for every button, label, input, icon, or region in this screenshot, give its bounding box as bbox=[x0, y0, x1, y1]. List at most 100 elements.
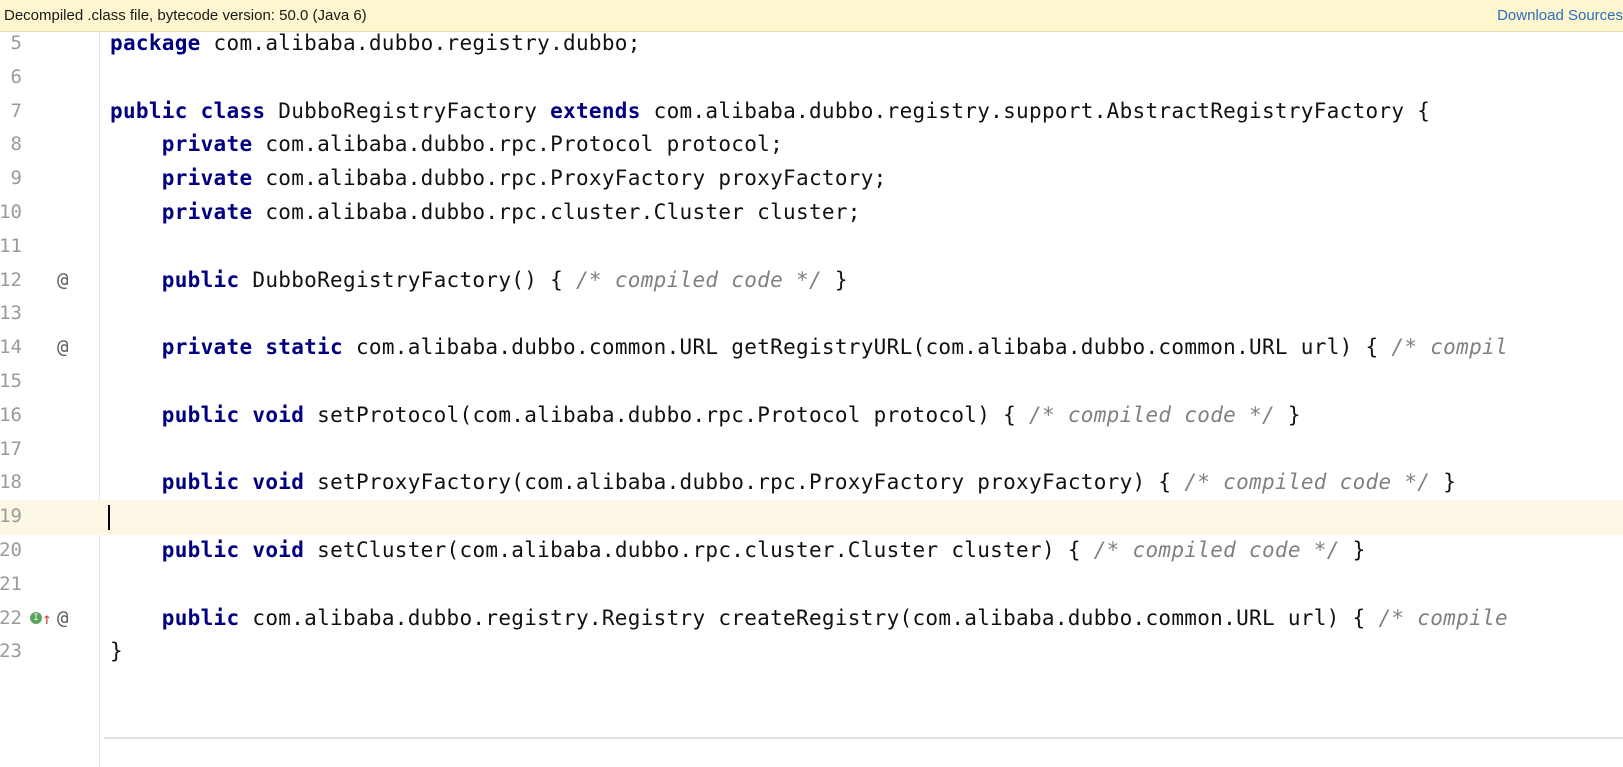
download-sources-link[interactable]: Download Sources bbox=[1497, 7, 1623, 24]
line-number: 7 bbox=[10, 99, 22, 122]
code-text: private com.alibaba.dubbo.rpc.ProxyFacto… bbox=[110, 162, 887, 197]
code-line[interactable]: 9 private com.alibaba.dubbo.rpc.ProxyFac… bbox=[0, 162, 1623, 197]
code-token: com.alibaba.dubbo.common.URL getRegistry… bbox=[343, 335, 1392, 360]
at-icon[interactable]: @ bbox=[57, 268, 69, 291]
code-line[interactable]: 10 private com.alibaba.dubbo.rpc.cluster… bbox=[0, 196, 1623, 231]
code-token: com.alibaba.dubbo.registry.dubbo; bbox=[200, 32, 641, 55]
code-line[interactable]: 11 bbox=[0, 230, 1623, 265]
code-line[interactable]: 17 bbox=[0, 433, 1623, 468]
line-number: 5 bbox=[10, 32, 22, 54]
line-number: 22 bbox=[0, 606, 22, 629]
code-token bbox=[110, 166, 162, 190]
code-keyword: private bbox=[161, 335, 253, 360]
code-token: com.alibaba.dubbo.rpc.ProxyFactory proxy… bbox=[252, 166, 887, 191]
code-keyword: package bbox=[110, 32, 201, 55]
code-keyword: private bbox=[161, 166, 253, 191]
code-line[interactable]: 15 bbox=[0, 365, 1623, 400]
code-line[interactable]: 19 bbox=[0, 500, 1623, 536]
code-token: com.alibaba.dubbo.registry.Registry crea… bbox=[239, 605, 1379, 630]
code-text: } bbox=[110, 635, 123, 670]
code-token: setProtocol(com.alibaba.dubbo.rpc.Protoc… bbox=[304, 402, 1029, 427]
code-token bbox=[110, 470, 162, 494]
code-text: public void setProxyFactory(com.alibaba.… bbox=[110, 466, 1456, 501]
code-keyword: void bbox=[252, 538, 305, 562]
line-number: 9 bbox=[10, 167, 22, 190]
code-text: private static com.alibaba.dubbo.common.… bbox=[110, 331, 1508, 366]
code-token: } bbox=[1274, 402, 1301, 427]
code-line[interactable]: 16 public void setProtocol(com.alibaba.d… bbox=[0, 399, 1623, 434]
line-number: 17 bbox=[0, 437, 22, 460]
code-token bbox=[110, 132, 162, 156]
line-number: 18 bbox=[0, 471, 22, 494]
line-number: 13 bbox=[0, 302, 22, 325]
code-text: public void setProtocol(com.alibaba.dubb… bbox=[110, 399, 1301, 434]
code-line[interactable]: 14 @ private static com.alibaba.dubbo.com… bbox=[0, 331, 1623, 366]
line-number: 10 bbox=[0, 201, 22, 223]
code-token bbox=[110, 403, 162, 427]
code-token bbox=[252, 335, 265, 359]
code-text: public class DubboRegistryFactory extend… bbox=[110, 95, 1430, 130]
at-icon[interactable]: @ bbox=[57, 336, 69, 359]
code-keyword: static bbox=[265, 335, 344, 360]
code-editor[interactable]: 5 package com.alibaba.dubbo.registry.dubb… bbox=[0, 32, 1623, 767]
code-text: public com.alibaba.dubbo.registry.Regist… bbox=[110, 602, 1508, 637]
line-number: 11 bbox=[0, 234, 22, 257]
code-line[interactable]: 12@ public DubboRegistryFactory() { /* c… bbox=[0, 264, 1623, 299]
code-line[interactable]: 23} bbox=[0, 635, 1623, 670]
code-line[interactable]: 22 I↑@ public com.alibaba.dubbo.registry.… bbox=[0, 602, 1623, 637]
code-token: com.alibaba.dubbo.rpc.Protocol protocol; bbox=[252, 132, 784, 157]
code-token bbox=[110, 606, 162, 630]
code-line[interactable]: 5 package com.alibaba.dubbo.registry.dubb… bbox=[0, 32, 1623, 62]
line-number: 6 bbox=[10, 65, 22, 88]
code-token bbox=[110, 268, 162, 292]
code-token bbox=[110, 335, 162, 359]
text-caret bbox=[108, 505, 110, 531]
code-text: private com.alibaba.dubbo.rpc.Protocol p… bbox=[110, 128, 783, 163]
code-line[interactable]: 18 public void setProxyFactory(com.aliba… bbox=[0, 466, 1623, 501]
line-number: 21 bbox=[0, 572, 22, 595]
code-text: package com.alibaba.dubbo.registry.dubbo… bbox=[110, 32, 641, 62]
code-keyword: public bbox=[161, 605, 240, 630]
code-comment: /* compiled code */ bbox=[575, 267, 822, 292]
decompiled-banner: Decompiled .class file, bytecode version… bbox=[0, 0, 1623, 32]
code-token bbox=[239, 403, 252, 427]
line-number: 16 bbox=[0, 403, 22, 426]
code-comment: /* compiled code */ bbox=[1029, 402, 1275, 427]
code-line[interactable]: 8 private com.alibaba.dubbo.rpc.Protocol… bbox=[0, 128, 1623, 163]
code-keyword: public bbox=[161, 267, 240, 292]
line-gutter[interactable] bbox=[0, 32, 100, 767]
code-keyword: void bbox=[252, 470, 305, 495]
code-token: setCluster(com.alibaba.dubbo.rpc.cluster… bbox=[304, 538, 1094, 562]
code-keyword: public bbox=[161, 402, 240, 427]
code-token: com.alibaba.dubbo.registry.support.Abstr… bbox=[640, 98, 1431, 123]
line-number: 8 bbox=[10, 133, 22, 156]
code-token: com.alibaba.dubbo.rpc.cluster.Cluster cl… bbox=[252, 200, 861, 224]
code-line[interactable]: 20 public void setCluster(com.alibaba.du… bbox=[0, 534, 1623, 569]
code-text: public void setCluster(com.alibaba.dubbo… bbox=[110, 534, 1366, 569]
code-keyword: private bbox=[161, 200, 253, 224]
at-icon[interactable]: @ bbox=[57, 606, 69, 629]
code-comment: /* compiled code */ bbox=[1093, 538, 1340, 562]
code-line[interactable]: 13 bbox=[0, 297, 1623, 332]
code-token: } bbox=[1430, 470, 1457, 495]
code-keyword: private bbox=[161, 132, 253, 157]
code-line[interactable]: 7 public class DubboRegistryFactory exten… bbox=[0, 95, 1623, 130]
code-comment: /* compile bbox=[1378, 605, 1508, 630]
code-line[interactable]: 21 bbox=[0, 568, 1623, 603]
line-number: 23 bbox=[0, 640, 22, 663]
code-token: } bbox=[110, 639, 123, 664]
code-line[interactable]: 6 bbox=[0, 61, 1623, 96]
code-text: public DubboRegistryFactory() { /* compi… bbox=[110, 264, 848, 299]
implements-icon[interactable]: I↑ bbox=[30, 602, 52, 637]
line-number: 20 bbox=[0, 539, 22, 561]
line-number: 14 bbox=[0, 336, 22, 359]
code-text: private com.alibaba.dubbo.rpc.cluster.Cl… bbox=[110, 196, 861, 231]
code-comment: /* compiled code */ bbox=[1184, 470, 1431, 495]
code-keyword: void bbox=[252, 402, 305, 427]
horizontal-scrollbar[interactable] bbox=[104, 737, 1623, 739]
code-token bbox=[239, 470, 252, 494]
banner-message: Decompiled .class file, bytecode version… bbox=[4, 7, 367, 24]
code-keyword: public bbox=[161, 470, 240, 495]
code-token: } bbox=[821, 267, 848, 292]
code-token bbox=[110, 200, 162, 224]
